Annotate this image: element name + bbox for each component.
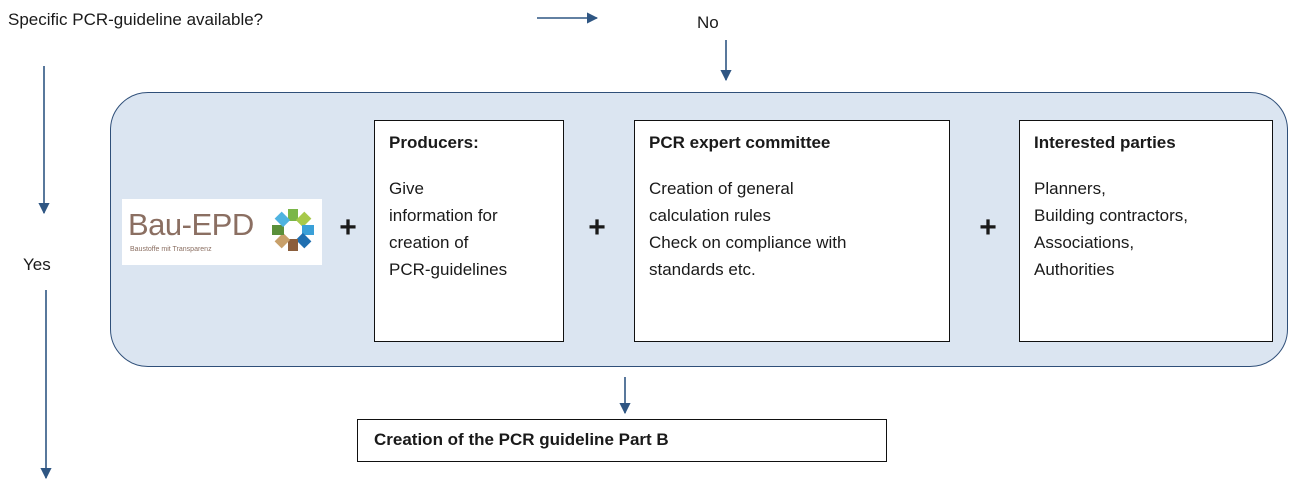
box-line: creation of bbox=[389, 233, 469, 252]
box-heading: Producers: bbox=[389, 133, 479, 152]
box-heading: PCR expert committee bbox=[649, 133, 831, 152]
logo-petal bbox=[302, 225, 314, 235]
plus-sign-1: + bbox=[339, 211, 357, 244]
pcr-expert-committee-box: PCR expert committee Creation of general… bbox=[634, 120, 950, 342]
logo-wordmark: Bau-EPD bbox=[128, 207, 254, 242]
box-line: Give bbox=[389, 179, 424, 198]
no-label: No bbox=[697, 13, 719, 32]
logo-petals-icon bbox=[272, 209, 314, 251]
question-text: Specific PCR-guideline available? bbox=[8, 10, 264, 29]
logo-petal bbox=[295, 232, 312, 249]
box-line: Associations, bbox=[1034, 233, 1135, 252]
plus-sign-3: + bbox=[979, 211, 997, 244]
box-line: PCR-guidelines bbox=[389, 260, 508, 279]
box-line: Building contractors, bbox=[1034, 206, 1189, 225]
box-line: Planners, bbox=[1034, 179, 1106, 198]
producers-box: Producers: Give information for creation… bbox=[374, 120, 564, 342]
logo-petal bbox=[274, 211, 291, 228]
logo-petal bbox=[288, 209, 298, 221]
plus-sign-2: + bbox=[588, 211, 606, 244]
box-line: Check on compliance with bbox=[649, 233, 847, 252]
yes-label: Yes bbox=[23, 255, 51, 274]
logo-petal bbox=[295, 211, 312, 228]
logo-petal bbox=[288, 239, 298, 251]
logo-petal bbox=[274, 232, 291, 249]
bau-epd-logo: Bau-EPD Baustoffe mit Transparenz bbox=[122, 199, 322, 265]
logo-petal bbox=[272, 225, 284, 235]
box-line: information for bbox=[389, 206, 498, 225]
box-line: Creation of general bbox=[649, 179, 794, 198]
box-heading: Interested parties bbox=[1034, 133, 1176, 152]
box-line: Authorities bbox=[1034, 260, 1115, 279]
box-line: calculation rules bbox=[649, 206, 771, 225]
interested-parties-box: Interested parties Planners, Building co… bbox=[1019, 120, 1273, 342]
box-line: standards etc. bbox=[649, 260, 756, 279]
logo-tagline: Baustoffe mit Transparenz bbox=[130, 246, 212, 253]
result-box: Creation of the PCR guideline Part B bbox=[357, 419, 887, 462]
